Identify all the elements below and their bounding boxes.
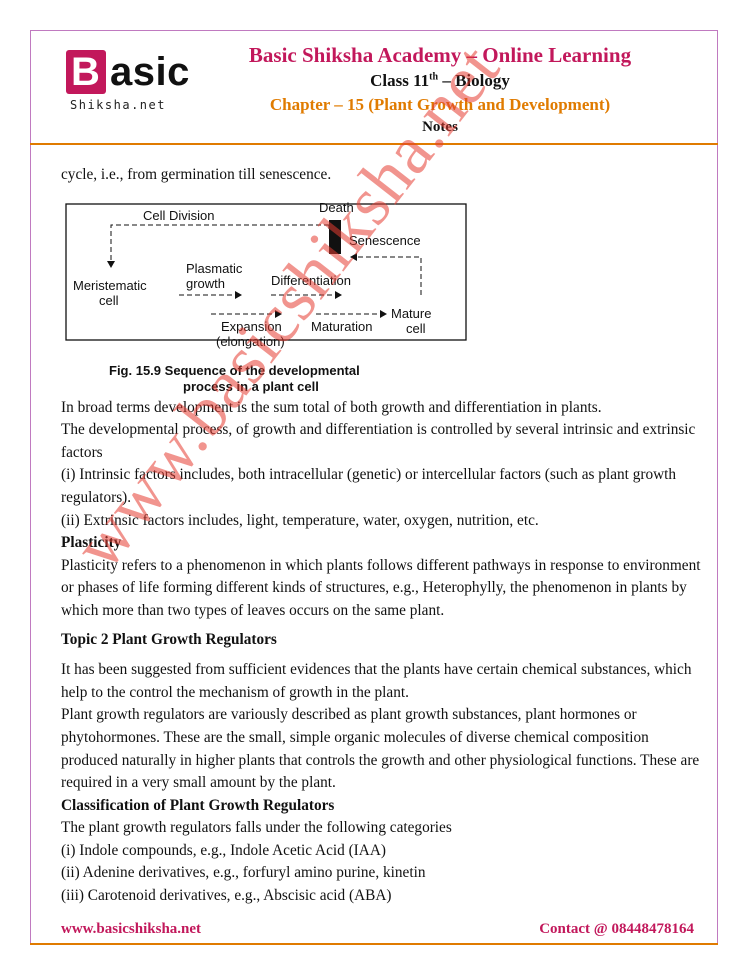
header-divider — [30, 143, 718, 145]
senescence-arrow — [350, 252, 422, 295]
class-superscript: th — [429, 71, 439, 83]
paragraph-6: It has been suggested from sufficient ev… — [61, 661, 692, 701]
heading-plasticity: Plasticity — [61, 534, 122, 552]
paragraph-4: (ii) Extrinsic factors includes, light, … — [61, 511, 539, 529]
label-plasmatic: Plasmatic — [186, 261, 243, 276]
header-title: Basic Shiksha Academy – Online Learning — [248, 43, 632, 67]
diagram-frame — [65, 202, 467, 341]
class-prefix: Class 11 — [370, 71, 430, 90]
development-diagram: Cell Division Death Senescence Meristema… — [61, 187, 701, 397]
heading-topic2: Topic 2 Plant Growth Regulators — [61, 630, 277, 648]
logo-subtitle: Shiksha.net — [70, 98, 166, 112]
label-maturation: Maturation — [311, 319, 372, 334]
header-chapter: Chapter – 15 (Plant Growth and Developme… — [269, 95, 611, 114]
header-notes: Notes — [422, 119, 458, 135]
paragraph-3: (i) Intrinsic factors includes, both int… — [61, 466, 677, 506]
figure-caption-line2: process in a plant cell — [183, 379, 319, 394]
header-class: Class 11th – Biology — [205, 71, 675, 91]
list-item: (i) Indole compounds, e.g., Indole Aceti… — [61, 841, 386, 859]
paragraph-8: The plant growth regulators falls under … — [61, 819, 452, 837]
logo: B asic Shiksha.net — [64, 48, 204, 116]
logo-word: asic — [110, 50, 190, 94]
logo-badge — [66, 50, 106, 94]
class-suffix: – Biology — [438, 71, 510, 90]
label-death: Death — [319, 200, 354, 215]
footer-contact: Contact @ 08448478164 — [539, 921, 694, 937]
label-meristematic-cell: cell — [99, 293, 119, 308]
figure-caption-line1: Fig. 15.9 Sequence of the developmental — [109, 363, 360, 378]
label-mature-cell: cell — [406, 321, 426, 336]
list-item: (iii) Carotenoid derivatives, e.g., Absc… — [61, 887, 392, 905]
footer-divider — [30, 943, 718, 945]
label-mature: Mature — [391, 306, 431, 321]
label-cell-division: Cell Division — [143, 208, 215, 223]
footer-website-link[interactable]: www.basicshiksha.net — [61, 921, 202, 937]
death-bar — [329, 219, 341, 254]
label-expansion: Expansion — [221, 319, 282, 334]
paragraph-5: Plasticity refers to a phenomenon in whi… — [61, 556, 701, 619]
main-content: cycle, i.e., from germination till senes… — [61, 164, 701, 908]
label-plasmatic-growth: growth — [186, 276, 225, 291]
figure-caption-text: Sequence of the developmental — [161, 363, 360, 378]
list-item: (ii) Adenine derivatives, e.g., forfuryl… — [61, 864, 426, 882]
paragraph-7: Plant growth regulators are variously de… — [61, 706, 700, 792]
label-senescence: Senescence — [349, 233, 421, 248]
figure-number: Fig. 15.9 — [109, 363, 161, 378]
paragraph-1: In broad terms development is the sum to… — [61, 398, 602, 416]
cell-division-arrow — [107, 224, 329, 268]
heading-classification: Classification of Plant Growth Regulator… — [61, 796, 335, 814]
label-differentiation: Differentiation — [271, 273, 351, 288]
label-meristematic: Meristematic — [73, 278, 147, 293]
paragraph-2: The developmental process, of growth and… — [61, 421, 696, 461]
logo-letter: B — [71, 50, 100, 94]
intro-line: cycle, i.e., from germination till senes… — [61, 166, 332, 183]
label-elongation: (elongation) — [216, 334, 285, 349]
